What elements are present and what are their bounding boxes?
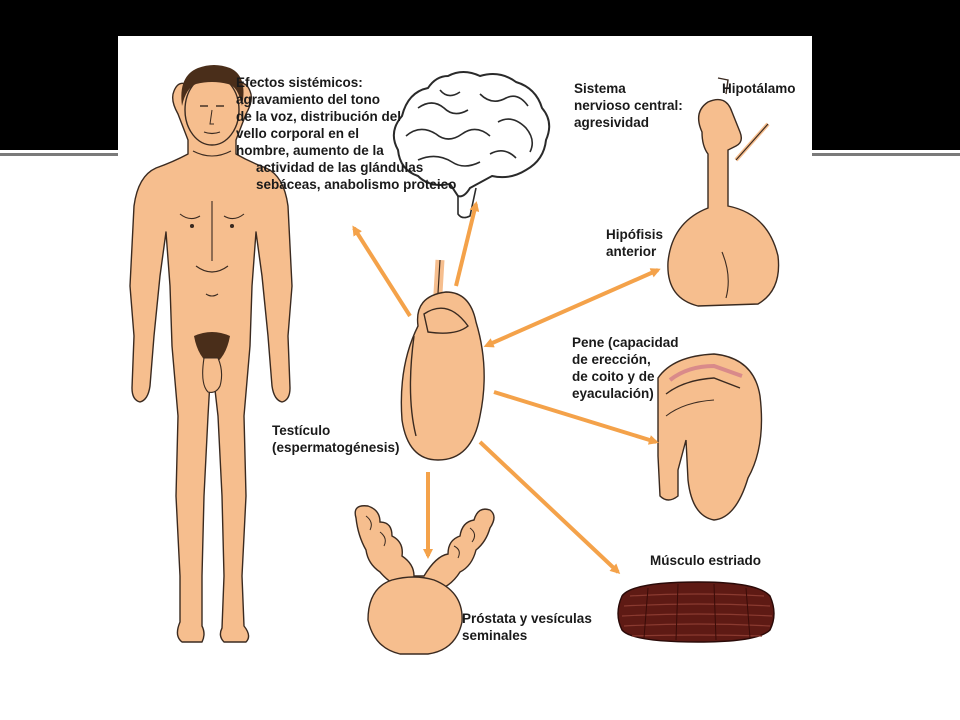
label-striated-muscle: Músculo estriado [650, 553, 762, 568]
arrows [352, 201, 661, 575]
testis-icon [400, 259, 485, 461]
human-details-icon [179, 150, 245, 297]
penis-icon [657, 353, 763, 521]
arrow-to-brain [454, 201, 480, 287]
head-icon [181, 65, 244, 146]
striated-muscle-icon [617, 581, 775, 643]
testosterone-effects-diagram: Efectos sistémicos:agravamiento del tono… [118, 36, 812, 666]
arrow-pituitary-testis [483, 268, 661, 348]
hypothalamus-pituitary-icon [667, 77, 780, 307]
genitals-icon [202, 357, 223, 393]
label-testis: Testículo(espermatogénesis) [272, 423, 400, 455]
prostate-icon [354, 505, 495, 655]
arrow-to-systemic [352, 225, 412, 318]
pubic-hair-icon [194, 332, 230, 366]
diagram-illustration [129, 65, 780, 655]
label-systemic-effects: Efectos sistémicos:agravamiento del tono… [236, 75, 457, 192]
arrow-to-muscle [478, 440, 621, 575]
arrow-to-penis [493, 390, 659, 445]
brain-icon [392, 71, 551, 219]
label-hypothalamus: Hipotálamo [722, 81, 796, 96]
